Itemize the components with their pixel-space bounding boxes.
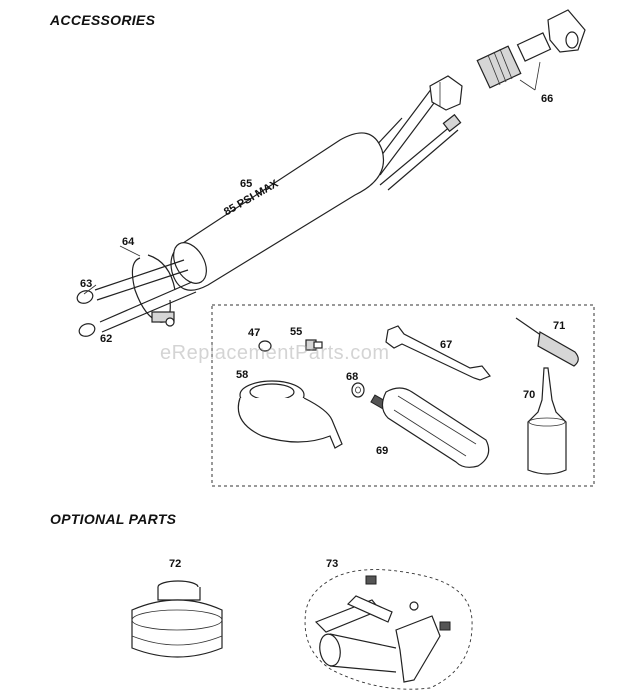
- screwdriver-71: [515, 317, 579, 367]
- callout-63: 63: [80, 278, 93, 290]
- o-ring-47: [258, 340, 272, 352]
- callout-64: 64: [122, 236, 135, 248]
- callout-70: 70: [523, 389, 536, 401]
- watermark: eReplacementParts.com: [160, 342, 390, 364]
- callout-47: 47: [248, 327, 261, 339]
- callout-62: 62: [100, 333, 113, 345]
- guard-58: [237, 380, 343, 449]
- screw-55: [305, 339, 323, 351]
- optional-part-73: [304, 569, 473, 690]
- callout-58: 58: [236, 369, 249, 381]
- handle-69: [370, 387, 490, 468]
- wrench-67: [385, 325, 491, 381]
- connector-66: [476, 9, 586, 91]
- oil-bottle-70: [527, 367, 567, 475]
- hose-assembly-65: [76, 75, 463, 337]
- washer-68: [351, 382, 365, 398]
- callout-55: 55: [290, 326, 303, 338]
- callout-68: 68: [346, 371, 359, 383]
- callout-69: 69: [376, 445, 389, 457]
- callout-73: 73: [326, 558, 339, 570]
- callout-71: 71: [553, 320, 566, 332]
- optional-parts-title: OPTIONAL PARTS: [50, 511, 177, 527]
- callout-67: 67: [440, 339, 453, 351]
- accessories-title: ACCESSORIES: [50, 12, 156, 28]
- callout-72: 72: [169, 558, 182, 570]
- callout-66: 66: [541, 93, 554, 105]
- optional-part-72: [131, 580, 223, 658]
- callout-65: 65: [240, 178, 253, 190]
